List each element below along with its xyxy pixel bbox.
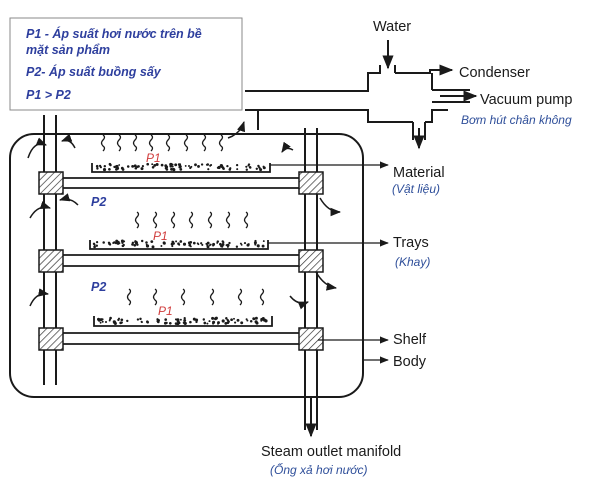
- p1-label-top: P1: [146, 151, 161, 165]
- label-steam-outlet: Steam outlet manifold: [261, 444, 401, 460]
- label-body: Body: [393, 354, 427, 370]
- p1-label-middle: P1: [153, 229, 168, 243]
- label-trays-vn: (Khay): [395, 255, 430, 269]
- label-material: Material: [393, 165, 445, 181]
- dryer-body: [9, 133, 364, 398]
- shelf-2: [56, 254, 305, 267]
- notes-box: [9, 17, 243, 111]
- label-condenser: Condenser: [459, 65, 530, 81]
- label-shelf: Shelf: [393, 332, 427, 348]
- label-steam-outlet-vn: (Ống xả hơi nước): [270, 462, 367, 477]
- p2-label-bottom: P2: [91, 280, 106, 294]
- vapour-lines: [100, 134, 265, 306]
- vapour-flow-arrows: [27, 121, 342, 310]
- label-trays: Trays: [393, 235, 429, 251]
- shelf-supports: [38, 171, 324, 351]
- label-material-vn: (Vật liệu): [392, 182, 440, 196]
- note-p1-definition: P1 - Áp suất hơi nước trên bề: [26, 26, 202, 41]
- label-vacuum-pump: Vacuum pump: [480, 92, 572, 108]
- label-vacuum-pump-vn: Bơm hút chân không: [461, 113, 572, 127]
- vacuum-duct: [245, 65, 470, 140]
- material-dots: [92, 162, 268, 326]
- leader-lines: [268, 161, 389, 364]
- note-p1-definition-cont: mặt sản phẩm: [26, 43, 110, 57]
- shelf-3: [56, 332, 305, 345]
- shelf-1: [56, 177, 305, 189]
- note-p2-definition: P2- Áp suất buồng sấy: [26, 64, 162, 79]
- p2-label-top: P2: [91, 195, 106, 209]
- label-water: Water: [373, 19, 411, 35]
- note-p1-gt-p2: P1 > P2: [26, 88, 71, 102]
- p1-label-bottom: P1: [158, 304, 173, 318]
- trays: [89, 163, 273, 327]
